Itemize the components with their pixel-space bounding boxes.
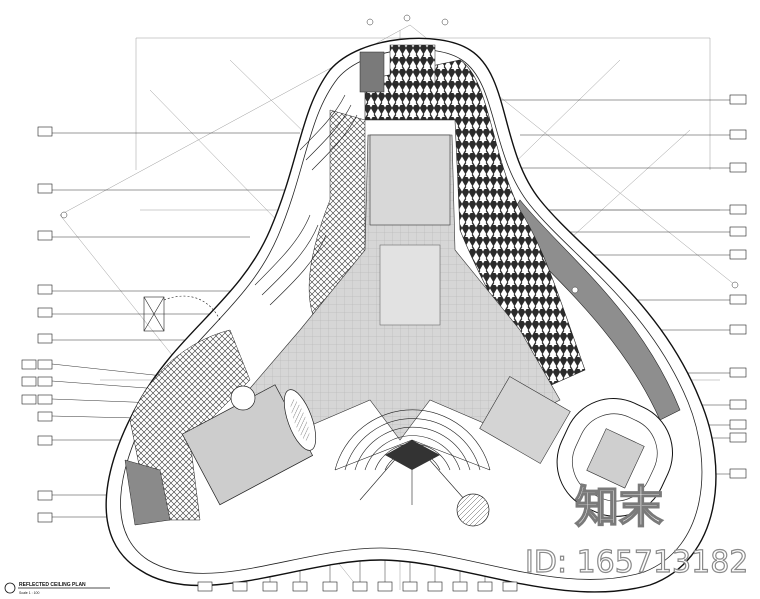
round-kiosk-west bbox=[230, 385, 256, 411]
grid-bubbles bbox=[60, 14, 739, 294]
north-triangle-block bbox=[389, 44, 436, 86]
room-north-hall bbox=[369, 134, 451, 226]
oval-pod-dots bbox=[290, 399, 310, 441]
southwest-dark-block bbox=[124, 459, 171, 526]
title-block: REFLECTED CEILING PLAN Scale 1 : 100 bbox=[4, 582, 110, 595]
left-callout-tags bbox=[21, 126, 53, 523]
round-kiosk-south bbox=[456, 493, 490, 527]
seating-rows-west bbox=[254, 94, 358, 306]
bottom-callout-tags bbox=[197, 581, 518, 592]
right-callout-tags bbox=[729, 94, 747, 479]
watermark-logo: 知末 bbox=[575, 482, 663, 533]
section-marker bbox=[143, 295, 221, 332]
drawing-title: REFLECTED CEILING PLAN bbox=[19, 582, 86, 588]
room-east-hall bbox=[479, 376, 571, 464]
amphitheater-stage bbox=[385, 440, 440, 470]
title-marker bbox=[4, 582, 16, 594]
room-north-sub bbox=[379, 244, 441, 326]
north-dark-block bbox=[359, 51, 385, 93]
watermark: 知末 ID: 165713182 bbox=[524, 481, 749, 580]
building-inner-outline bbox=[120, 48, 703, 580]
watermark-id: ID: 165713182 bbox=[525, 545, 748, 580]
drawing-scale: Scale 1 : 100 bbox=[19, 591, 39, 595]
north-triangle-zone bbox=[364, 59, 586, 391]
track-court bbox=[586, 428, 645, 489]
